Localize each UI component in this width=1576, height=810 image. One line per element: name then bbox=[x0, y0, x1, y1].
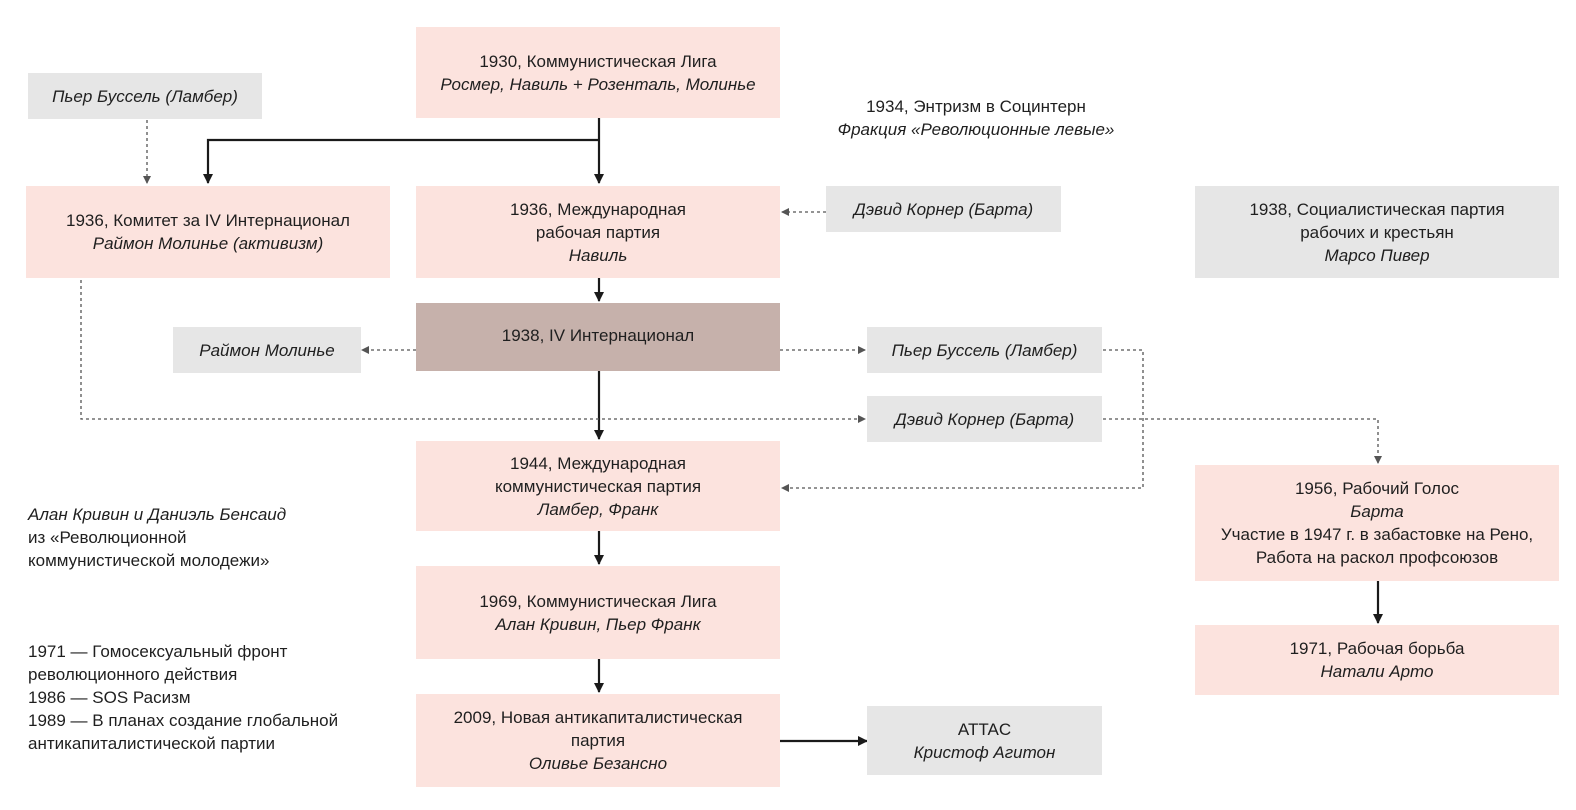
node-1938-psop: 1938, Социалистическая партия рабочих и … bbox=[1195, 186, 1559, 278]
node-people: Раймон Молинье (активизм) bbox=[92, 234, 324, 253]
node-1969-communist-league: 1969, Коммунистическая Лига Алан Кривин,… bbox=[416, 566, 780, 659]
node-title: 1938, IV Интернационал bbox=[501, 326, 695, 345]
node-title: 1971, Рабочая борьба bbox=[1289, 639, 1465, 658]
node-1944-pci: 1944, Международная коммунистическая пар… bbox=[416, 441, 780, 531]
node-title: ATTAC bbox=[957, 719, 1012, 739]
node-2009-npa: 2009, Новая антикапиталистическая партия… bbox=[416, 694, 780, 787]
node-korner-mid: Дэвид Корнер (Барта) bbox=[867, 396, 1102, 442]
node-title-line-1: 1936, Международная bbox=[509, 199, 687, 219]
node-people: Натали Арто bbox=[1320, 662, 1434, 681]
node-people: Раймон Молинье bbox=[199, 340, 335, 360]
timeline-line: революционного действия bbox=[28, 665, 238, 684]
node-title-line-2: коммунистическая партия bbox=[494, 476, 702, 496]
node-people: Пьер Буссель (Ламбер) bbox=[891, 340, 1078, 360]
node-note-line-2: Работа на раскол профсоюзов bbox=[1255, 548, 1499, 567]
node-people: Ламбер, Франк bbox=[537, 499, 659, 519]
timeline-line: 1971 — Гомосексуальный фронт bbox=[28, 642, 288, 661]
node-1930-communist-league: 1930, Коммунистическая Лига Росмер, Нави… bbox=[416, 27, 780, 118]
node-attac: ATTAC Кристоф Агитон bbox=[867, 706, 1102, 775]
note-krivine-bensaid: Алан Кривин и Даниэль Бенсаид из «Револю… bbox=[28, 503, 358, 572]
node-boussel-mid: Пьер Буссель (Ламбер) bbox=[867, 327, 1102, 373]
timeline-line: антикапиталистической партии bbox=[28, 734, 275, 753]
dashed-boussel-to-1944 bbox=[781, 349, 1144, 492]
node-people: Дэвид Корнер (Барта) bbox=[894, 409, 1075, 429]
node-title: 1936, Комитет за IV Интернационал bbox=[66, 211, 350, 230]
dashed-comite-to-korner bbox=[80, 280, 866, 423]
node-people: Дэвид Корнер (Барта) bbox=[853, 199, 1034, 219]
node-title-line-1: 1944, Международная bbox=[509, 453, 687, 473]
node-boussel-top: Пьер Буссель (Ламбер) bbox=[28, 73, 262, 119]
node-title-line-2: партия bbox=[570, 731, 626, 750]
node-1938-fourth-international: 1938, IV Интернационал bbox=[416, 303, 780, 371]
note-1934-entrism: 1934, Энтризм в Социнтерн Фракция «Револ… bbox=[826, 95, 1126, 141]
arrow-1930-to-comite bbox=[203, 138, 599, 184]
node-people: Оливье Безансно bbox=[528, 754, 668, 773]
note-timeline: 1971 — Гомосексуальный фронт революционн… bbox=[28, 640, 388, 755]
node-people: Росмер, Навиль + Розенталь, Молинье bbox=[440, 74, 756, 94]
node-title-line-1: 1938, Социалистическая партия bbox=[1249, 199, 1505, 219]
node-people: Навиль bbox=[568, 245, 628, 265]
node-molinier: Раймон Молинье bbox=[173, 327, 361, 373]
node-korner-top: Дэвид Корнер (Барта) bbox=[826, 186, 1061, 232]
dashed-korner-to-1956 bbox=[1103, 418, 1382, 464]
node-1936-workers-party: 1936, Международная рабочая партия Навил… bbox=[416, 186, 780, 278]
note-subtitle: Фракция «Революционные левые» bbox=[837, 120, 1115, 139]
note-title: 1934, Энтризм в Социнтерн bbox=[866, 97, 1086, 116]
timeline-line: 1986 — SOS Расизм bbox=[28, 688, 191, 707]
node-title: 1969, Коммунистическая Лига bbox=[479, 591, 717, 611]
node-1956-workers-voice: 1956, Рабочий Голос Барта Участие в 1947… bbox=[1195, 465, 1559, 581]
node-title-line-1: 2009, Новая антикапиталистическая bbox=[453, 708, 743, 727]
timeline-line: 1989 — В планах создание глобальной bbox=[28, 711, 339, 730]
note-line-2: из «Революционной bbox=[28, 528, 187, 547]
note-line-3: коммунистической молодежи» bbox=[28, 551, 270, 570]
node-title: 1930, Коммунистическая Лига bbox=[479, 51, 717, 71]
node-note-line-1: Участие в 1947 г. в забастовке на Рено, bbox=[1220, 525, 1534, 544]
node-1971-workers-struggle: 1971, Рабочая борьба Натали Арто bbox=[1195, 625, 1559, 695]
node-title-line-2: рабочая партия bbox=[535, 222, 661, 242]
node-people: Барта bbox=[1350, 502, 1404, 521]
node-title-line-2: рабочих и крестьян bbox=[1300, 222, 1454, 242]
note-people: Алан Кривин и Даниэль Бенсаид bbox=[28, 505, 287, 524]
node-people: Пьер Буссель (Ламбер) bbox=[52, 86, 238, 106]
node-title: 1956, Рабочий Голос bbox=[1294, 479, 1460, 498]
node-1936-committee: 1936, Комитет за IV Интернационал Раймон… bbox=[26, 186, 390, 278]
node-people: Марсо Пивер bbox=[1324, 245, 1430, 265]
node-people: Кристоф Агитон bbox=[913, 742, 1056, 762]
node-people: Алан Кривин, Пьер Франк bbox=[495, 614, 701, 634]
